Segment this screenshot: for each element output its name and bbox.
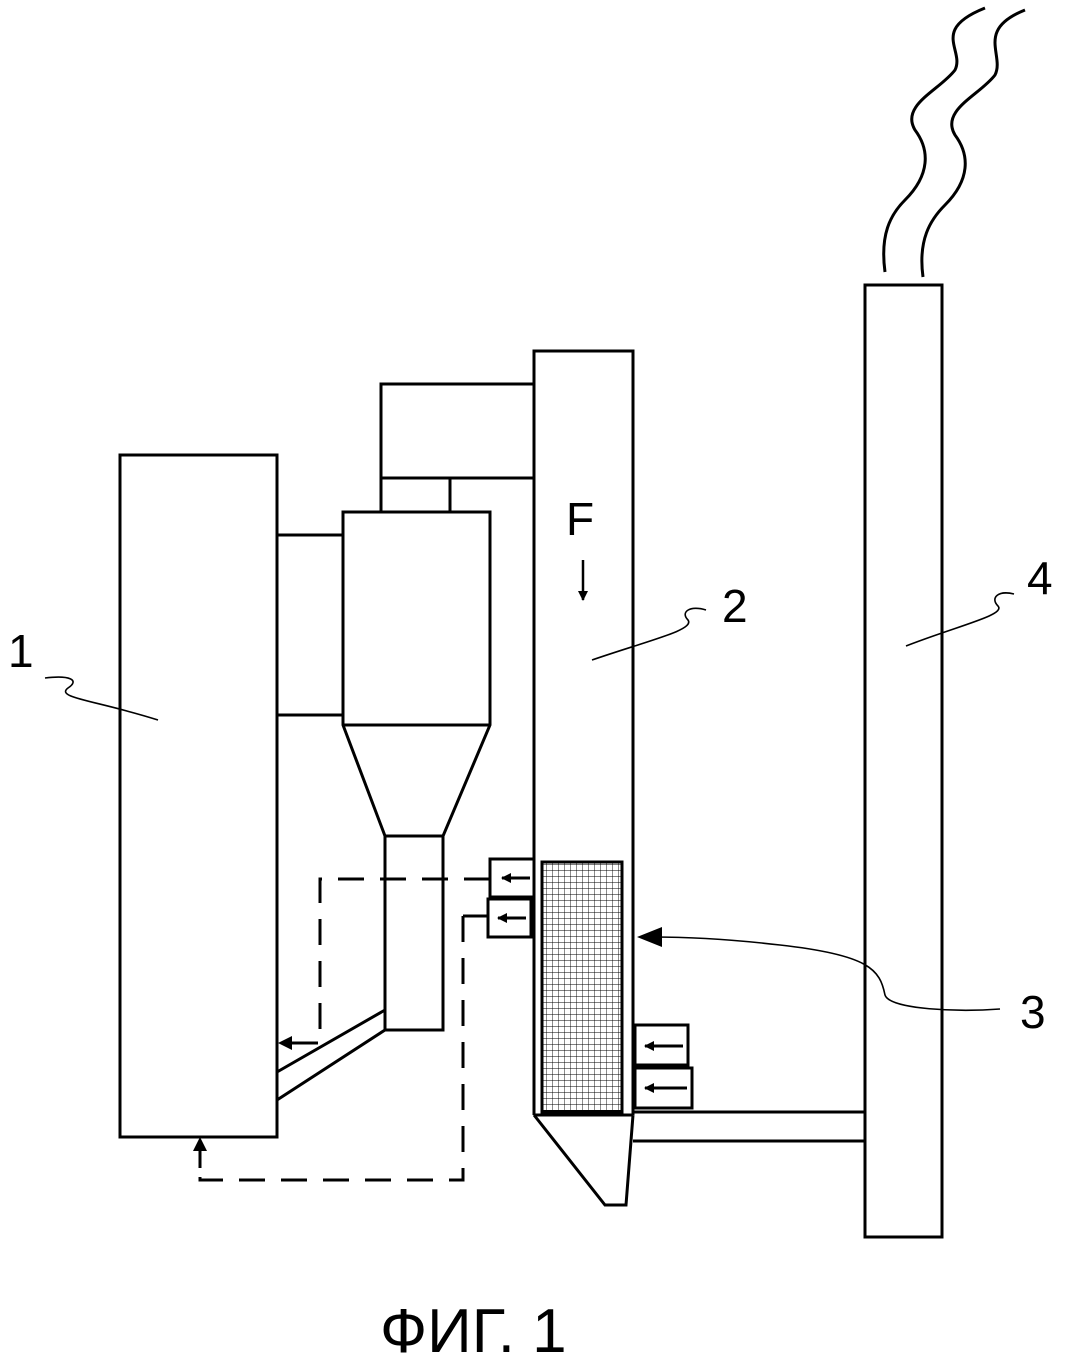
leader-3 [651,936,1001,1011]
injector-upper-2 [486,897,533,939]
top-duct [379,382,534,512]
dashed-recirculation-lower [198,916,465,1182]
label-1: 1 [8,625,34,677]
stack-duct [633,1110,865,1143]
label-4: 4 [1027,552,1053,604]
smoke-line-right [920,8,1026,278]
flow-label: F [566,493,594,545]
unit-3-filter-block [540,860,624,1114]
unit-1-boiler [118,453,279,1139]
leader-2 [591,607,707,661]
injector-lower-2 [633,1066,694,1110]
label-3: 3 [1020,986,1046,1038]
dashed-recirculation-upper [290,877,490,1045]
injector-upper-1 [488,857,536,899]
dashed-recirculation-arrowhead [278,1036,292,1050]
leader-3-arrowhead [637,927,662,947]
leader-1 [44,676,159,721]
cyclone-separator [341,510,492,1032]
injector-lower-1 [633,1023,690,1067]
figure-caption: ФИГ. 1 [380,1297,567,1363]
leader-4 [905,592,1015,647]
boiler-cyclone-duct [277,533,343,717]
cyclone-return-leg [276,1008,386,1102]
label-2: 2 [722,580,748,632]
smoke-line-left [882,6,986,273]
bottom-feed-arrowhead [193,1137,207,1151]
unit-4-stack [863,283,944,1239]
unit-2-reactor [532,349,635,1207]
